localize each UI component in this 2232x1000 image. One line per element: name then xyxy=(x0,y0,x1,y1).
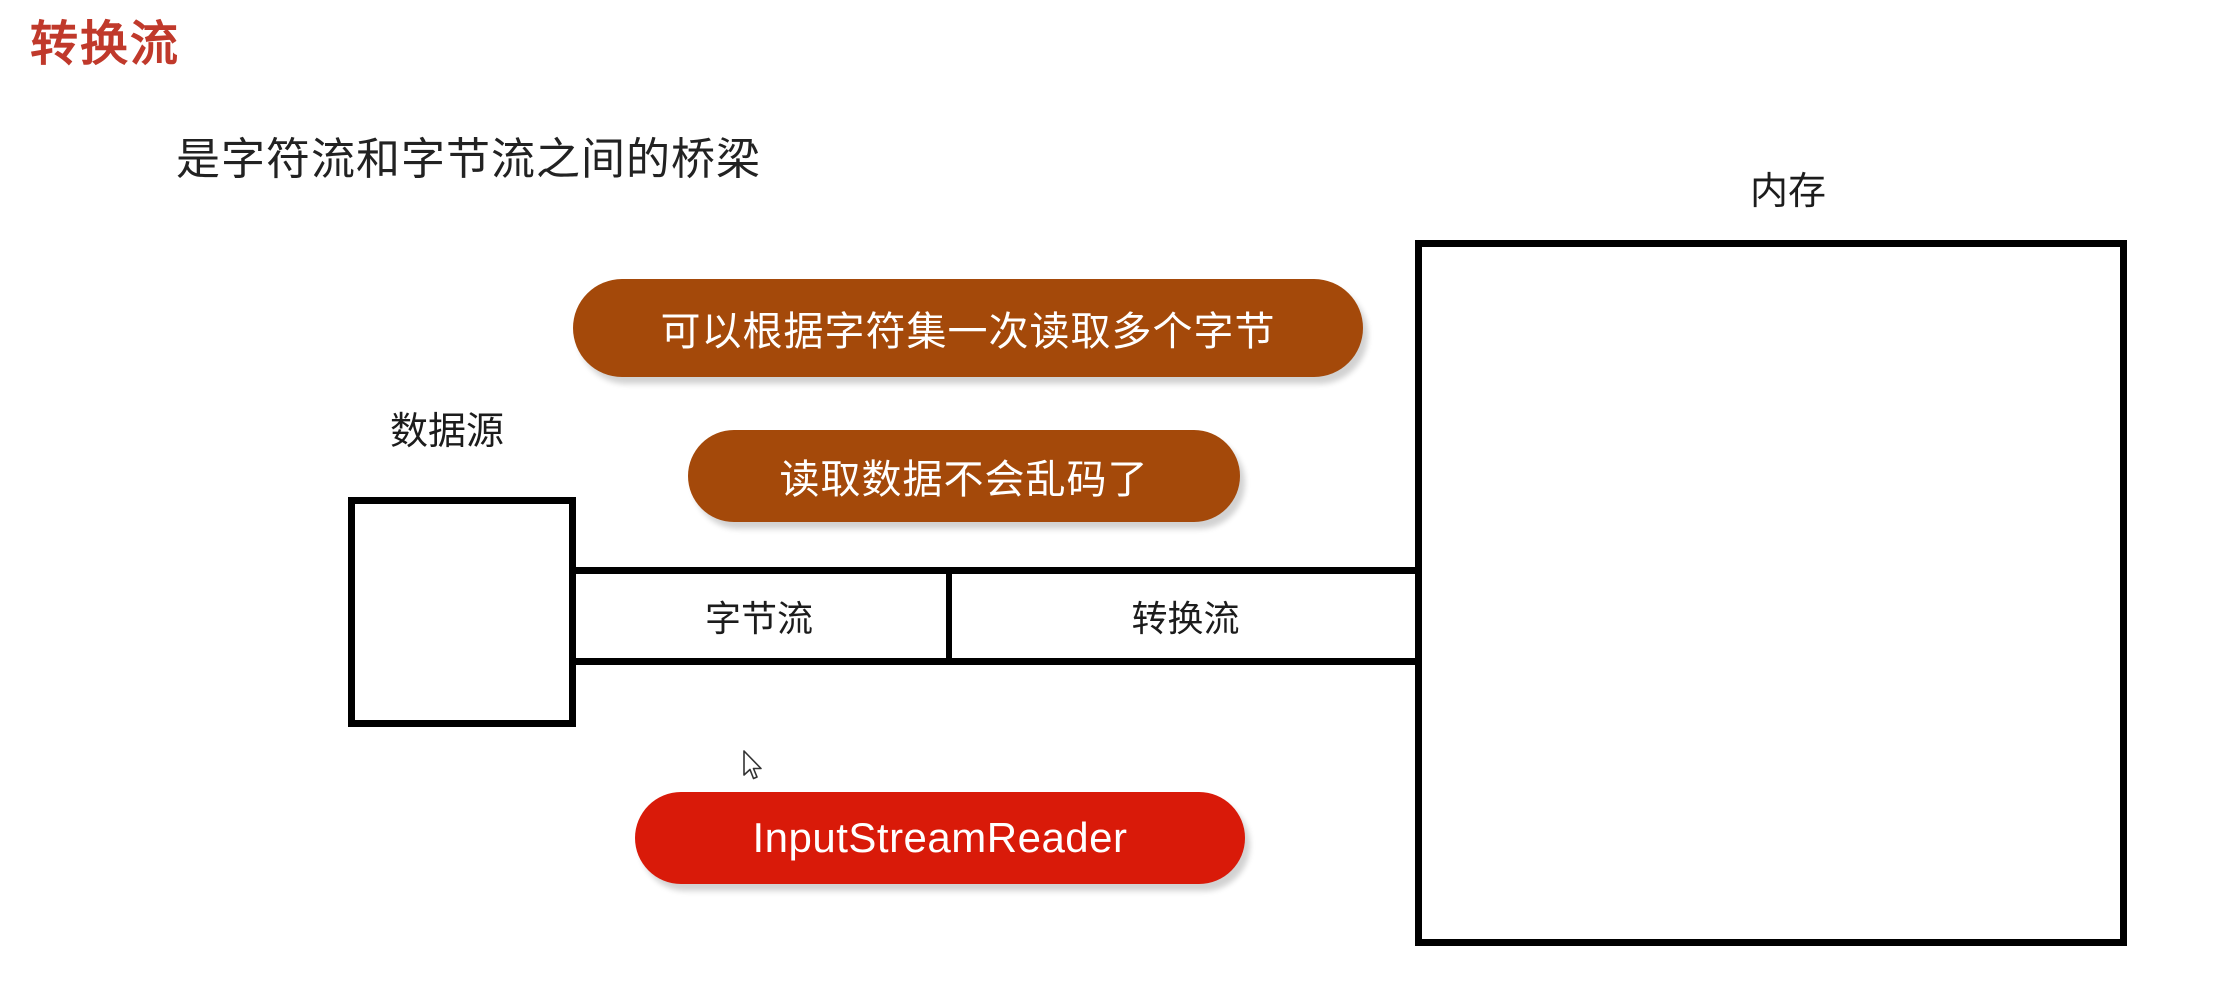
pipe-divider xyxy=(946,567,952,665)
pipe-segment-conversion-stream: 转换流 xyxy=(1131,598,1240,639)
data-source-box xyxy=(348,497,576,727)
slide-subtitle: 是字符流和字节流之间的桥梁 xyxy=(176,135,761,184)
stream-pipe: 字节流 转换流 xyxy=(572,567,1419,665)
callout-inputstreamreader: InputStreamReader xyxy=(635,792,1245,884)
data-source-label: 数据源 xyxy=(390,411,505,453)
pipe-top-edge xyxy=(572,567,1419,574)
pipe-segment-byte-stream: 字节流 xyxy=(704,598,813,639)
memory-label: 内存 xyxy=(1750,171,1827,213)
pipe-bottom-edge xyxy=(572,658,1419,665)
memory-box xyxy=(1415,240,2127,946)
page-title: 转换流 xyxy=(30,18,181,71)
callout-charset-read: 可以根据字符集一次读取多个字节 xyxy=(573,279,1363,377)
mouse-cursor-icon xyxy=(742,750,766,782)
callout-no-garbled-text: 读取数据不会乱码了 xyxy=(688,430,1240,522)
